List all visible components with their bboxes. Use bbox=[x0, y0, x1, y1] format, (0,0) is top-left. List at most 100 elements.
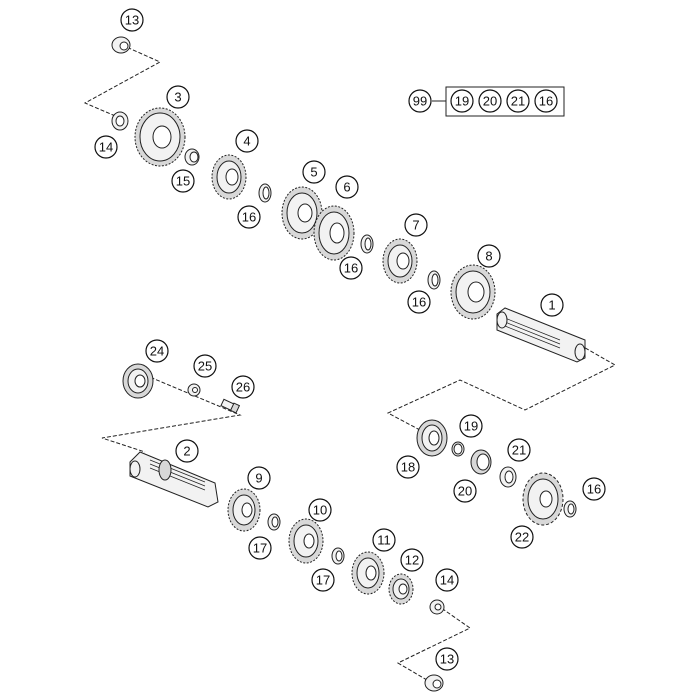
callout-label: 19 bbox=[455, 94, 469, 109]
callout-label: 16 bbox=[242, 210, 256, 225]
part-13-lower-bearing bbox=[424, 674, 444, 692]
part-17-ring-b bbox=[331, 547, 345, 565]
callout-8: 8 bbox=[477, 244, 501, 268]
callout-label: 14 bbox=[99, 140, 113, 155]
callout-label: 17 bbox=[253, 541, 267, 556]
callout-label: 7 bbox=[412, 218, 419, 233]
part-16-ring-c bbox=[427, 270, 441, 290]
callout-19: 19 bbox=[459, 414, 483, 438]
callout-21: 21 bbox=[507, 438, 531, 462]
part-9-gear bbox=[227, 488, 261, 532]
part-17-ring-a bbox=[267, 513, 281, 531]
callout-6: 6 bbox=[335, 175, 359, 199]
callout-11: 11 bbox=[372, 528, 396, 552]
callout-label: 16 bbox=[412, 295, 426, 310]
part-8-gear bbox=[450, 264, 496, 320]
callout-16-d: 16 bbox=[582, 477, 606, 501]
callout-20: 20 bbox=[453, 479, 477, 503]
part-16-ring-a bbox=[258, 183, 272, 203]
callout-17-b: 17 bbox=[311, 568, 335, 592]
callout-9: 9 bbox=[247, 466, 271, 490]
kit-item-19: 19 bbox=[450, 89, 474, 113]
part-26-bolt bbox=[220, 398, 241, 414]
callout-4: 4 bbox=[235, 129, 259, 153]
part-18-bearing bbox=[416, 419, 448, 457]
callout-label: 99 bbox=[413, 94, 427, 109]
part-11-gear bbox=[351, 551, 385, 595]
callout-24: 24 bbox=[145, 339, 169, 363]
callout-label: 25 bbox=[198, 359, 212, 374]
part-22-sprocket bbox=[522, 472, 564, 526]
callout-14-upper: 14 bbox=[94, 135, 118, 159]
part-5-gear bbox=[281, 186, 323, 240]
part-24-bearing bbox=[122, 363, 154, 399]
callout-label: 1 bbox=[548, 298, 555, 313]
part-7-gear bbox=[382, 238, 418, 284]
callout-25: 25 bbox=[193, 354, 217, 378]
callout-label: 3 bbox=[174, 90, 181, 105]
callout-18: 18 bbox=[396, 455, 420, 479]
part-19-oring bbox=[451, 441, 465, 457]
callout-label: 21 bbox=[512, 443, 526, 458]
part-4-gear bbox=[211, 154, 247, 200]
callout-label: 22 bbox=[515, 530, 529, 545]
callout-label: 14 bbox=[440, 573, 454, 588]
callout-kit-99: 99 bbox=[408, 89, 432, 113]
callout-label: 17 bbox=[316, 573, 330, 588]
callout-label: 5 bbox=[310, 165, 317, 180]
callout-label: 11 bbox=[377, 533, 391, 548]
part-1-main-shaft bbox=[496, 307, 586, 363]
part-2-counter-shaft bbox=[129, 451, 219, 508]
callout-label: 2 bbox=[183, 444, 190, 459]
callout-14-lower: 14 bbox=[435, 568, 459, 592]
callout-7: 7 bbox=[404, 213, 428, 237]
callout-17-a: 17 bbox=[248, 536, 272, 560]
callout-26: 26 bbox=[231, 375, 255, 399]
callout-5: 5 bbox=[302, 160, 326, 184]
callout-label: 4 bbox=[243, 134, 250, 149]
callout-label: 13 bbox=[125, 13, 139, 28]
callout-16-c: 16 bbox=[407, 290, 431, 314]
callout-1: 1 bbox=[540, 293, 564, 317]
kit-item-16: 16 bbox=[534, 89, 558, 113]
part-20-seal bbox=[470, 449, 492, 475]
part-25-washer bbox=[187, 383, 201, 397]
part-10-gear bbox=[288, 518, 324, 564]
part-14-lower-washer bbox=[429, 599, 445, 615]
part-16-ring-d bbox=[563, 500, 577, 518]
kit-item-21: 21 bbox=[506, 89, 530, 113]
part-3-gear bbox=[134, 107, 186, 167]
callout-15: 15 bbox=[171, 169, 195, 193]
callout-label: 16 bbox=[539, 94, 553, 109]
part-14-upper-washer bbox=[111, 111, 129, 131]
callout-12: 12 bbox=[400, 548, 424, 572]
callout-label: 19 bbox=[464, 419, 478, 434]
callout-label: 8 bbox=[485, 249, 492, 264]
callout-label: 24 bbox=[150, 344, 164, 359]
callout-label: 16 bbox=[587, 482, 601, 497]
callout-label: 20 bbox=[458, 484, 472, 499]
callout-label: 13 bbox=[440, 652, 454, 667]
part-13-upper-bearing bbox=[111, 36, 131, 54]
part-12-gear bbox=[388, 573, 414, 605]
callout-13-lower: 13 bbox=[435, 647, 459, 671]
callout-3: 3 bbox=[166, 85, 190, 109]
callout-label: 6 bbox=[343, 180, 350, 195]
callout-label: 21 bbox=[511, 94, 525, 109]
callout-label: 18 bbox=[401, 460, 415, 475]
callout-label: 16 bbox=[344, 261, 358, 276]
callout-label: 9 bbox=[255, 471, 262, 486]
callout-2: 2 bbox=[175, 439, 199, 463]
callout-13-upper: 13 bbox=[120, 8, 144, 32]
callout-16-a: 16 bbox=[237, 205, 261, 229]
callout-10: 10 bbox=[308, 498, 332, 522]
part-21-spacer bbox=[499, 466, 517, 488]
part-6-gear bbox=[313, 205, 355, 261]
callout-22: 22 bbox=[510, 525, 534, 549]
callout-label: 15 bbox=[176, 174, 190, 189]
kit-item-20: 20 bbox=[478, 89, 502, 113]
callout-16-b: 16 bbox=[339, 256, 363, 280]
callout-label: 10 bbox=[313, 503, 327, 518]
part-15-bushing bbox=[184, 148, 200, 166]
